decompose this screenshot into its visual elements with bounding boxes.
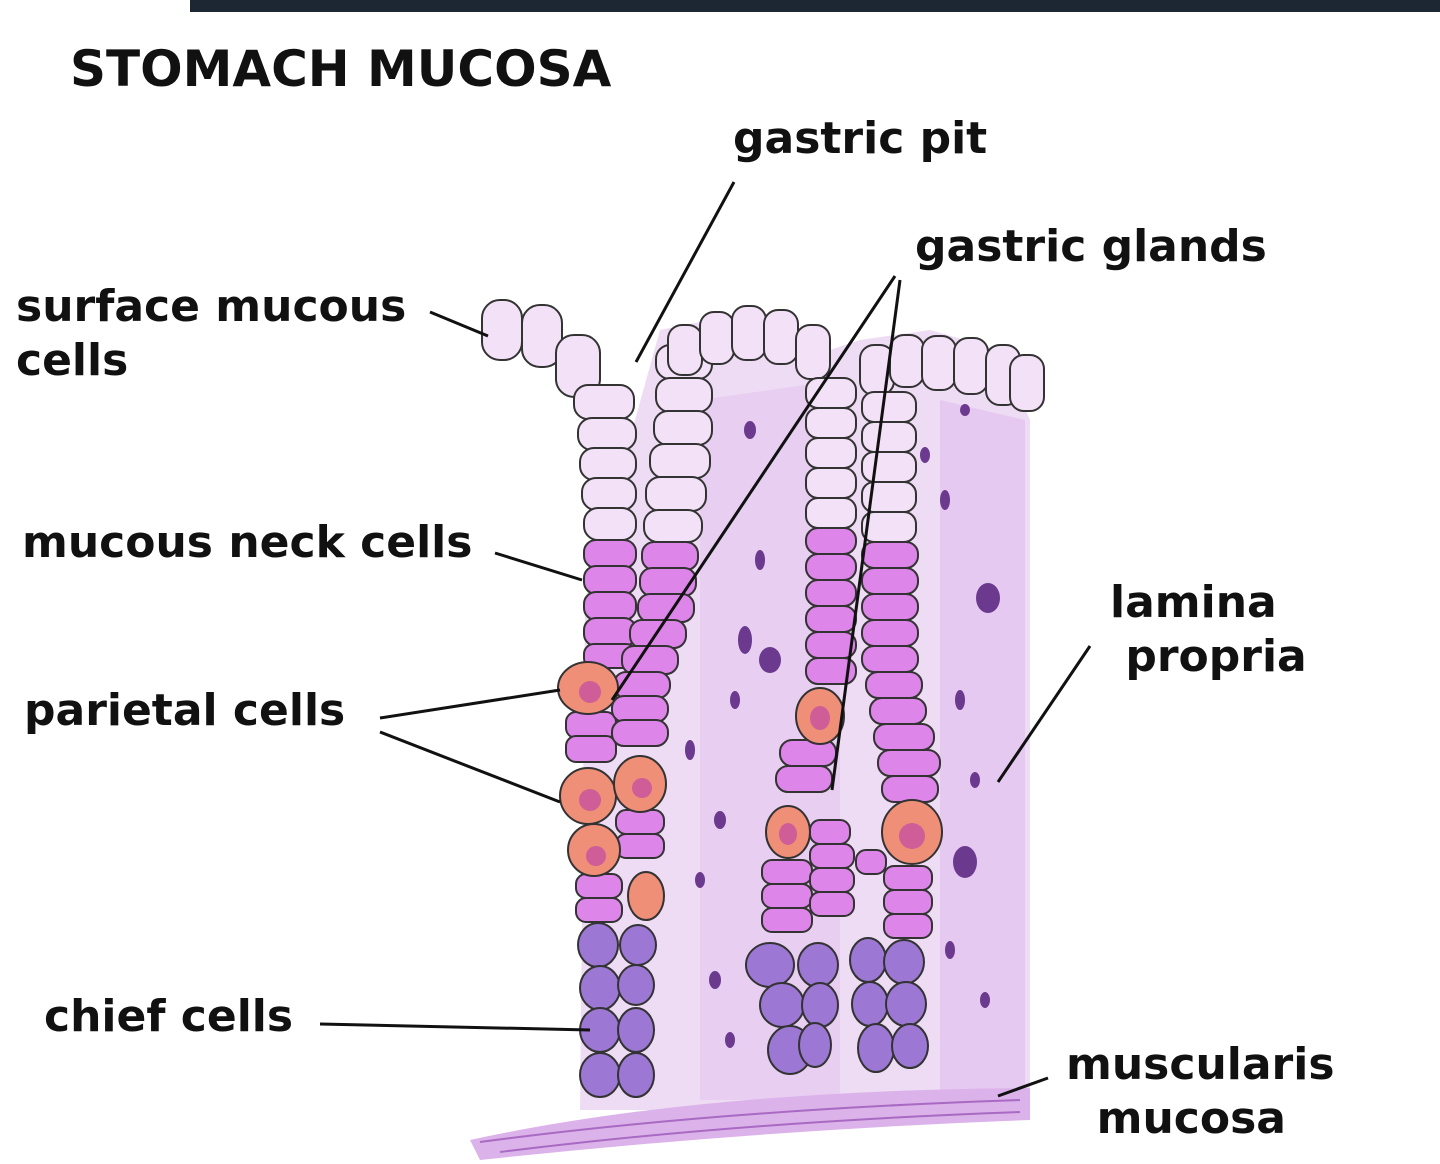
header-bar [190,0,1440,12]
parietal-cells [557,661,943,921]
surface-mucous-cells-leader [429,310,489,338]
gastric-glands-leader-1 [610,275,897,701]
leader-lines [319,181,1092,1098]
muscularis-mucosa-band [470,1088,1030,1160]
parietal-cells-leader-2 [379,730,561,804]
gland-1-left-column [481,299,637,1098]
mucous-neck-cells-leader [494,551,583,582]
diagram-title: STOMACH MUCOSA [70,40,612,98]
label-parietal-cells: parietal cells [24,685,346,736]
label-chief-cells: chief cells [44,991,294,1042]
label-muscularis-mucosa: muscularis mucosa [1066,1039,1335,1144]
label-gastric-glands: gastric glands [915,221,1267,272]
gastric-pit-leader [634,181,736,363]
gland-2-right-column [849,334,1045,1073]
label-mucous-neck-cells: mucous neck cells [22,517,473,568]
gland-2-left-column [745,377,857,1075]
surface-arch-middle [667,305,831,380]
label-lamina-propria: lamina propria [1110,577,1307,682]
parietal-cells-leader-1 [379,688,561,720]
label-surface-mucous-cells: surface mucous cells [16,281,407,386]
lamina-nuclei [685,404,1000,1048]
gastric-glands-leader-2 [830,279,902,791]
muscularis-mucosa-leader [997,1076,1049,1098]
lamina-propria-leader [996,645,1092,783]
chief-cells-leader [319,1022,591,1032]
label-gastric-pit: gastric pit [733,113,988,164]
